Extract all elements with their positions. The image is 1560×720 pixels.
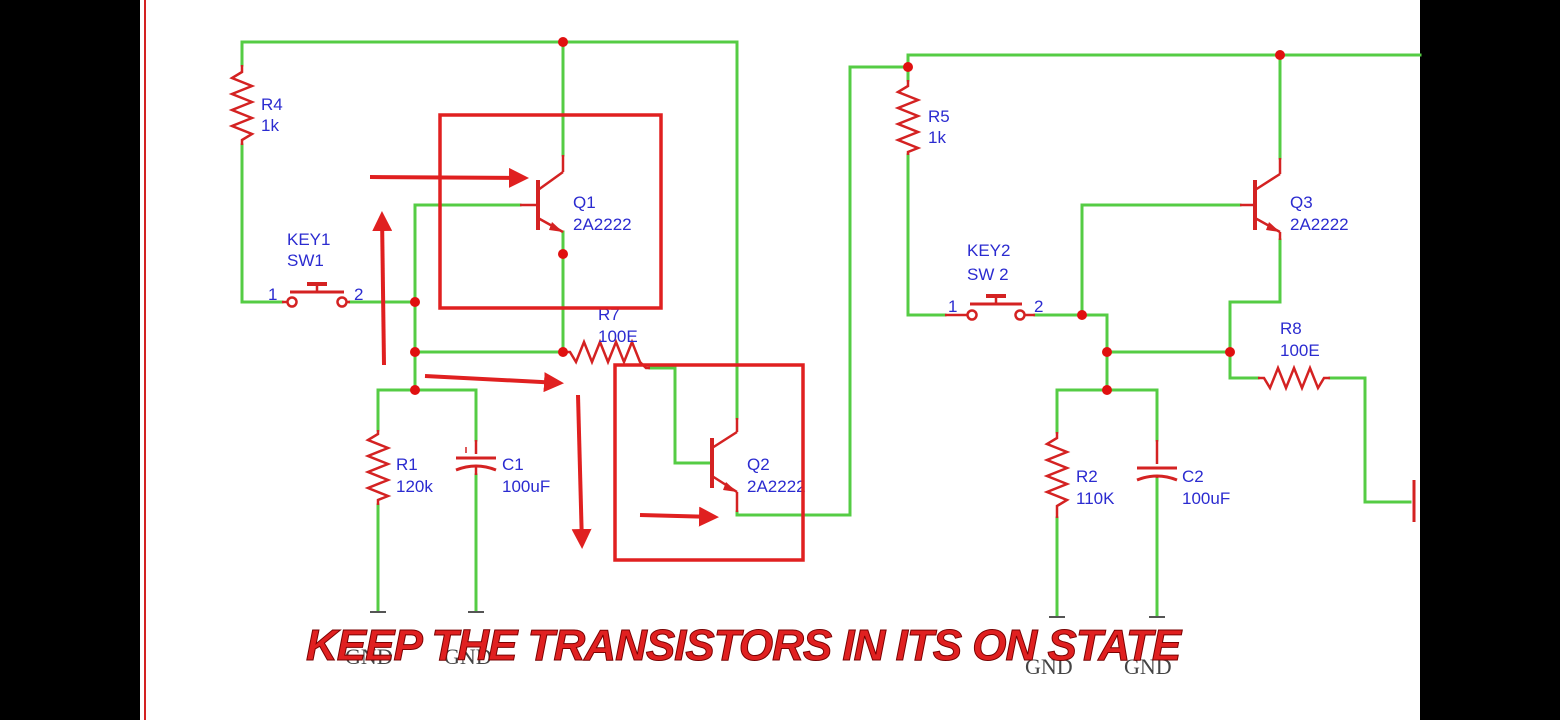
r5-ref: R5 <box>928 107 950 126</box>
q3-value: 2A2222 <box>1290 215 1349 234</box>
r1-resistor-symbol <box>364 430 392 505</box>
c1-value: 100uF <box>502 477 550 496</box>
q1-ref: Q1 <box>573 193 596 212</box>
r7-value: 100E <box>598 327 638 346</box>
key2-ref: KEY2 <box>967 241 1010 260</box>
key1-value: SW1 <box>287 251 324 270</box>
key1-ref: KEY1 <box>287 230 330 249</box>
r5-value: 1k <box>928 128 946 147</box>
r8-resistor-symbol <box>1258 364 1330 392</box>
r8-ref: R8 <box>1280 319 1302 338</box>
key2-pin2: 2 <box>1034 297 1043 316</box>
key2-switch-symbol <box>945 294 1035 321</box>
arrow-down-q2-base <box>571 394 592 549</box>
gnd-label-2: GND <box>444 644 492 669</box>
q2-emitter-arrow <box>723 482 737 492</box>
gnd-label-1: GND <box>345 644 393 669</box>
c2-value: 100uF <box>1182 489 1230 508</box>
annotation-caption: KEEP THE TRANSISTORS IN ITS ON STATE <box>306 621 1183 670</box>
q2-highlight-box <box>613 363 805 562</box>
r2-value: 110K <box>1076 489 1115 508</box>
r7-resistor-symbol <box>563 338 650 370</box>
arrow-up-base-line <box>372 211 393 366</box>
key1-pin1: 1 <box>268 285 277 304</box>
r2-ref: R2 <box>1076 467 1098 486</box>
schematic-sheet <box>140 0 1420 720</box>
r1-value: 120k <box>396 477 433 496</box>
r4-resistor-symbol <box>228 65 256 145</box>
c1-ref: C1 <box>502 455 524 474</box>
wires <box>240 40 1422 617</box>
r4-ref: R4 <box>261 95 283 114</box>
q2-transistor-symbol <box>710 418 739 512</box>
key2-value: SW 2 <box>967 265 1009 284</box>
q1-value: 2A2222 <box>573 215 632 234</box>
annotation-arrows <box>369 167 719 549</box>
q1-highlight-box <box>438 113 663 310</box>
q3-ref: Q3 <box>1290 193 1313 212</box>
q1-emitter-arrow <box>549 222 563 232</box>
junction-dots <box>410 37 1285 395</box>
arrow-to-q2-emitter <box>639 506 719 527</box>
gnd-label-3: GND <box>1025 654 1073 679</box>
key2-pin1: 1 <box>948 297 957 316</box>
q3-emitter-arrow <box>1266 222 1280 232</box>
annotation-boxes <box>438 113 805 562</box>
q2-ref: Q2 <box>747 455 770 474</box>
key1-pin2: 2 <box>354 285 363 304</box>
r1-ref: R1 <box>396 455 418 474</box>
arrow-to-q1-base <box>369 167 529 188</box>
r5-resistor-symbol <box>894 80 922 155</box>
key1-switch-symbol <box>282 282 350 308</box>
r4-value: 1k <box>261 116 279 135</box>
q2-value: 2A2222 <box>747 477 806 496</box>
component-labels: R4 1k R5 1k KEY1 SW1 1 2 KEY2 SW 2 1 2 Q… <box>261 95 1349 679</box>
c2-capacitor-symbol <box>1136 440 1178 482</box>
r2-resistor-symbol <box>1043 432 1071 518</box>
c2-ref: C2 <box>1182 467 1204 486</box>
arrow-to-r7 <box>424 372 564 393</box>
c1-capacitor-symbol <box>455 440 497 475</box>
ground-symbols <box>370 611 1165 618</box>
r8-value: 100E <box>1280 341 1320 360</box>
gnd-label-4: GND <box>1124 654 1172 679</box>
